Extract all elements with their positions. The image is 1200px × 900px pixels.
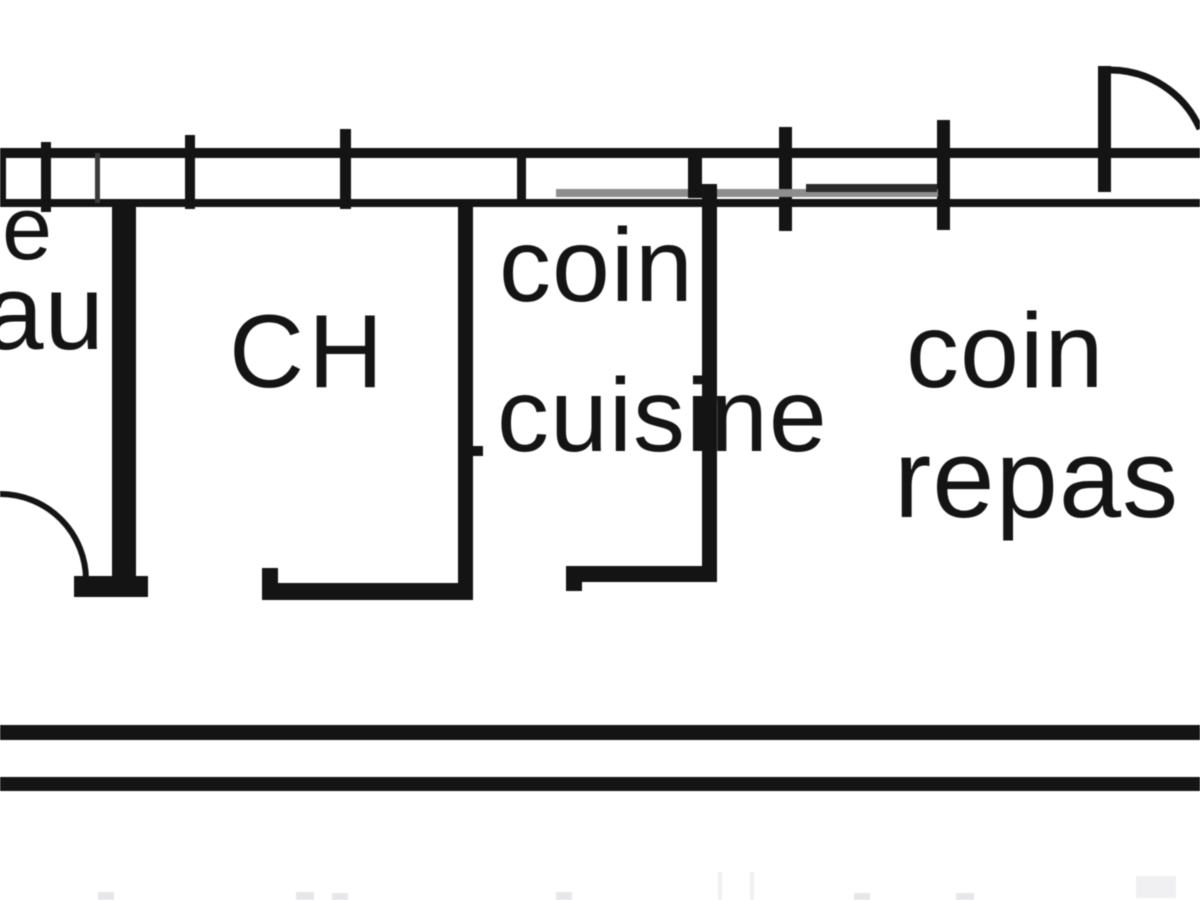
cutoff-mark (332, 893, 348, 900)
room-label-kitchen-line2: cuisine (497, 358, 828, 474)
window-tick (41, 142, 51, 212)
window-tick (95, 153, 100, 203)
wall-left-edge-nub (0, 148, 6, 207)
wall-notch (473, 446, 483, 456)
cutoff-mark (556, 892, 572, 900)
cutoff-mark (718, 872, 722, 900)
window-sill-dark (806, 184, 937, 192)
room-label-fragment-line1: e (2, 179, 54, 279)
cutoff-mark (750, 872, 754, 900)
wall-kitchen-dining (702, 184, 717, 582)
wall-kitchen-bottom (566, 566, 717, 582)
wall-top-outer-line (0, 148, 1200, 158)
door-leaf (1098, 66, 1111, 192)
wall-top-inner-line (0, 199, 1200, 207)
cutoff-mark (854, 893, 870, 900)
wall-foot-cap (74, 576, 148, 597)
cutoff-mark (1136, 876, 1176, 898)
window-tick (517, 149, 526, 203)
wall-bedroom-bottom (262, 583, 473, 600)
room-label-dining-line2: repas (894, 416, 1180, 541)
room-label-dining-line1: coin (906, 292, 1105, 410)
window-tick (340, 129, 351, 209)
wall-bathroom-bedroom (112, 205, 136, 578)
door-arc-bathroom (0, 491, 89, 581)
window-sill (556, 189, 938, 197)
window-tick (185, 135, 195, 209)
window-tick (779, 127, 792, 231)
window-frame-hook (688, 152, 702, 198)
room-label-fragment-line2: au (0, 252, 106, 372)
cutoff-mark (98, 892, 114, 900)
cutoff-mark (296, 892, 314, 900)
wall-bedroom-bottom-lip (262, 568, 278, 600)
wall-lower-line-1 (0, 725, 1200, 740)
room-label-bedroom: CH (229, 294, 388, 410)
room-label-kitchen-line1: coin (499, 208, 694, 324)
wall-kitchen-bottom-lip (566, 566, 582, 591)
cutoff-mark (956, 893, 974, 900)
window-tick (937, 120, 950, 230)
wall-bedroom-kitchen (458, 205, 473, 600)
door-arc-entrance (1109, 66, 1200, 131)
wall-lower-line-2 (0, 777, 1200, 791)
